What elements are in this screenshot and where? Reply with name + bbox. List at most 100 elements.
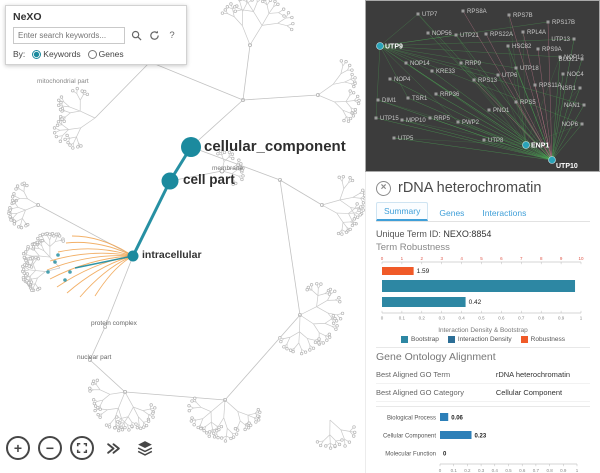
- ontology-tree-pane[interactable]: NeXO ? By: Keywords Genes: [0, 0, 367, 473]
- network-node-nan1[interactable]: NAN1: [564, 103, 586, 109]
- network-node-pno1[interactable]: PNO1: [487, 108, 511, 114]
- network-node-rrp5[interactable]: RRP5: [428, 116, 451, 122]
- network-node-utp18[interactable]: UTP18: [514, 66, 540, 72]
- tab-interactions[interactable]: Interactions: [482, 208, 527, 218]
- network-node-bud21[interactable]: BUD21: [559, 57, 584, 63]
- help-icon[interactable]: ?: [169, 30, 175, 41]
- network-node-rps5[interactable]: RPS5: [514, 100, 537, 106]
- tab-genes[interactable]: Genes: [439, 208, 465, 218]
- svg-text:NOP56: NOP56: [432, 31, 452, 37]
- genes-radio[interactable]: [87, 49, 97, 59]
- svg-text:9: 9: [560, 256, 563, 261]
- network-node-rrp9[interactable]: RRP9: [459, 61, 482, 67]
- network-node-rrp36[interactable]: RRP36: [434, 92, 461, 98]
- network-node-utp5[interactable]: UTP5: [392, 136, 415, 142]
- network-node-utp7[interactable]: UTP7: [416, 12, 439, 18]
- search-by-keywords[interactable]: Keywords: [25, 49, 81, 59]
- svg-text:0: 0: [443, 451, 447, 457]
- svg-text:0: 0: [381, 316, 384, 321]
- svg-text:NSR1: NSR1: [560, 86, 577, 92]
- search-icon[interactable]: [129, 29, 143, 43]
- network-node-nop4[interactable]: NOP4: [388, 77, 412, 83]
- svg-text:ENP1: ENP1: [531, 143, 549, 150]
- network-node-nop12[interactable]: NOP12: [558, 55, 585, 61]
- layers-button[interactable]: [133, 437, 156, 460]
- network-node-noc4[interactable]: NOC4: [561, 72, 585, 78]
- network-node-nsr1[interactable]: NSR1: [560, 86, 582, 92]
- fit-view-button[interactable]: [70, 436, 94, 460]
- network-node-utp21[interactable]: UTP21: [454, 33, 480, 39]
- svg-text:0.06: 0.06: [451, 415, 463, 421]
- svg-text:RPS5: RPS5: [520, 100, 536, 106]
- search-input[interactable]: [13, 27, 125, 44]
- svg-text:RRP5: RRP5: [434, 116, 451, 122]
- network-node-utp6[interactable]: UTP6: [496, 73, 519, 79]
- svg-text:RRP9: RRP9: [465, 61, 482, 67]
- network-node-rps9a[interactable]: RPS9A: [536, 47, 562, 53]
- svg-text:RPS9A: RPS9A: [542, 47, 562, 53]
- robustness-swatch: [520, 336, 528, 343]
- tree-label-intracellular[interactable]: intracellular: [142, 249, 202, 261]
- svg-text:RPS17B: RPS17B: [552, 20, 575, 26]
- network-node-utp13[interactable]: UTP13: [551, 37, 576, 43]
- svg-text:0.8: 0.8: [546, 468, 553, 473]
- term-detail-panel: × rDNA heterochromatin Summary Genes Int…: [365, 172, 600, 473]
- close-icon[interactable]: ×: [376, 180, 391, 196]
- svg-text:3: 3: [440, 256, 443, 261]
- keywords-radio[interactable]: [32, 49, 42, 59]
- tree-label-cell-part[interactable]: cell part: [183, 172, 235, 187]
- network-node-utp10[interactable]: UTP10: [548, 156, 578, 171]
- tab-summary[interactable]: Summary: [376, 202, 429, 221]
- network-node-tsr1[interactable]: TSR1: [406, 96, 429, 102]
- refresh-icon[interactable]: [147, 29, 161, 43]
- svg-text:UTP9: UTP9: [385, 44, 403, 51]
- svg-text:0.42: 0.42: [469, 299, 482, 306]
- network-node-utp8[interactable]: UTP8: [482, 138, 505, 144]
- svg-text:RPS11A: RPS11A: [539, 83, 562, 89]
- network-node-dim1[interactable]: DIM1: [376, 98, 397, 104]
- network-node-enp1[interactable]: ENP1: [522, 141, 550, 150]
- network-node-hsc82[interactable]: HSC82: [506, 44, 533, 50]
- network-node-nop56[interactable]: NOP56: [426, 31, 453, 37]
- tree-label-nuclear-part: nuclear part: [77, 354, 112, 361]
- svg-text:NOC4: NOC4: [567, 72, 584, 78]
- network-node-nop14[interactable]: NOP14: [404, 61, 431, 67]
- svg-text:0.1: 0.1: [399, 316, 406, 321]
- expand-all-button[interactable]: [102, 437, 125, 460]
- svg-text:DIM1: DIM1: [382, 98, 397, 104]
- svg-text:KRE33: KRE33: [436, 69, 456, 75]
- robustness-legend: Bootstrap Interaction Density Robustness: [376, 336, 590, 343]
- network-node-utp9[interactable]: UTP9: [376, 42, 404, 51]
- network-node-rps7b[interactable]: RPS7B: [507, 13, 533, 19]
- svg-text:0.1: 0.1: [451, 468, 458, 473]
- network-node-rpl4a[interactable]: RPL4A: [521, 30, 547, 36]
- network-node-kre33[interactable]: KRE33: [430, 69, 456, 75]
- svg-text:1: 1: [401, 256, 404, 261]
- network-node-rps22a[interactable]: RPS22A: [484, 32, 514, 38]
- network-node-rps11a[interactable]: RPS11A: [533, 83, 562, 89]
- svg-text:0.7: 0.7: [533, 468, 540, 473]
- svg-text:NOP12: NOP12: [564, 55, 584, 61]
- network-node-rps17b[interactable]: RPS17B: [546, 20, 576, 26]
- network-node-pwp2[interactable]: PWP2: [456, 120, 480, 126]
- svg-text:PWP2: PWP2: [462, 120, 480, 126]
- tree-label-cellular-component[interactable]: cellular_component: [204, 138, 346, 155]
- network-node-rps8a[interactable]: RPS8A: [461, 9, 487, 15]
- unique-term-id: Unique Term ID: NEXO:8854: [376, 229, 492, 239]
- ontology-tree-canvas[interactable]: [0, 0, 367, 473]
- network-node-nop6[interactable]: NOP6: [562, 122, 584, 128]
- search-by-genes[interactable]: Genes: [81, 49, 124, 59]
- zoom-in-button[interactable]: +: [6, 436, 30, 460]
- svg-text:0.23: 0.23: [475, 433, 487, 439]
- network-node-rps13[interactable]: RPS13: [472, 78, 498, 84]
- zoom-out-button[interactable]: −: [38, 436, 62, 460]
- svg-text:RPL4A: RPL4A: [527, 30, 546, 36]
- network-node-utp15[interactable]: UTP15: [374, 116, 400, 122]
- svg-text:0.9: 0.9: [560, 468, 567, 473]
- network-node-mpp10[interactable]: MPP10: [400, 118, 427, 124]
- svg-text:0.5: 0.5: [505, 468, 512, 473]
- tree-label-mitochondrial-part: mitochondrial part: [37, 78, 89, 85]
